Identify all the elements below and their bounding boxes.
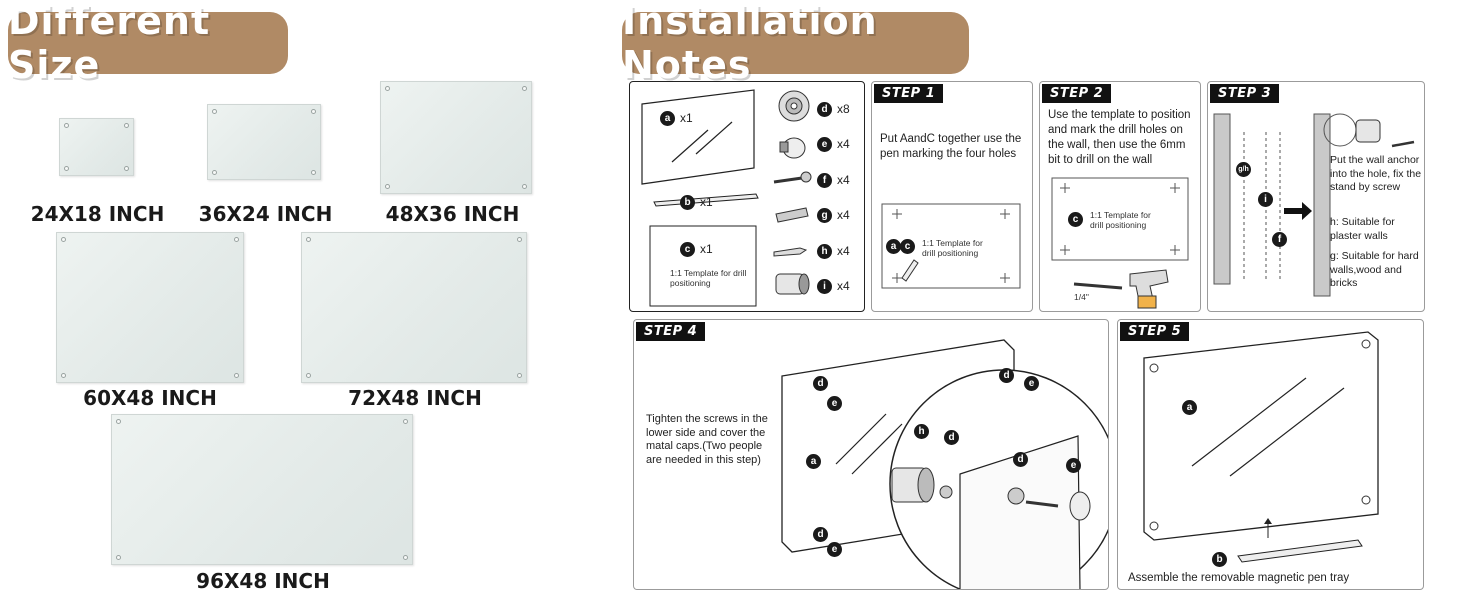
qty-d: x8 — [837, 102, 850, 116]
qty-i: x4 — [837, 279, 850, 293]
step2-template-text: 1:1 Template for drill positioning — [1090, 210, 1151, 230]
step4-label-a: a — [806, 454, 821, 469]
step3-panel: STEP 3 g/h i f Put the wall anchor into … — [1207, 81, 1425, 312]
step5-label-a: a — [1182, 400, 1197, 415]
step2-panel: STEP 2 Use the template to position and … — [1039, 81, 1201, 312]
board-72x48 — [301, 232, 527, 383]
size-label-24x18: 24X18 INCH — [30, 202, 165, 226]
different-size-title-text: Different Size — [8, 0, 211, 87]
step4-text: Tighten the screws in the lower side and… — [646, 413, 768, 466]
step3-drawing — [1213, 113, 1415, 297]
step3-label-gh: g/h — [1236, 162, 1251, 177]
step1-label-c: c — [900, 239, 915, 254]
label-g: g — [817, 208, 832, 223]
step5-tag: STEP 5 — [1120, 322, 1190, 341]
step2-bit-label: 1/4" — [1074, 292, 1089, 302]
qty-b: x1 — [700, 195, 713, 209]
board-96x48 — [111, 414, 413, 565]
step4-label-d-bottom: d — [813, 527, 828, 542]
step4-label-e-right: e — [1024, 376, 1039, 391]
step3-tag: STEP 3 — [1210, 84, 1280, 103]
step3-label-i: i — [1258, 192, 1273, 207]
step3-text: Put the wall anchor into the hole, fix t… — [1330, 154, 1422, 193]
qty-c: x1 — [700, 242, 713, 256]
step3-note-g: g: Suitable for hard walls,wood and bric… — [1330, 250, 1419, 289]
step1-drawing — [881, 203, 1021, 289]
step1-label-a: a — [886, 239, 901, 254]
step4-label-d-right: d — [999, 368, 1014, 383]
step1-tag: STEP 1 — [874, 84, 944, 103]
step5-drawing — [1143, 331, 1379, 563]
label-d: d — [817, 102, 832, 117]
size-label-36x24: 36X24 INCH — [198, 202, 333, 226]
qty-e: x4 — [837, 137, 850, 151]
label-e: e — [817, 137, 832, 152]
parts-panel: a x1 b x1 c x1 1:1 Template for drill po… — [629, 81, 865, 312]
board-60x48 — [56, 232, 244, 383]
board-24x18 — [59, 118, 134, 176]
qty-h: x4 — [837, 244, 850, 258]
step4-label-d-zoom: d — [1013, 452, 1028, 467]
step5-label-b: b — [1212, 552, 1227, 567]
step4-label-d-top: d — [813, 376, 828, 391]
label-c: c — [680, 242, 695, 257]
step4-label-e-zoom: e — [1066, 458, 1081, 473]
step4-tag: STEP 4 — [636, 322, 706, 341]
step1-template-text: 1:1 Template for drill positioning — [922, 238, 983, 258]
board-36x24 — [207, 104, 321, 180]
label-a: a — [660, 111, 675, 126]
qty-a: x1 — [680, 111, 693, 125]
board-48x36 — [380, 81, 532, 194]
step2-text: Use the template to position and mark th… — [1048, 109, 1191, 166]
step3-note-h: h: Suitable for plaster walls — [1330, 216, 1395, 242]
label-b: b — [680, 195, 695, 210]
size-label-96x48: 96X48 INCH — [196, 569, 330, 593]
step4-panel: STEP 4 Tighten the screws in the lower s… — [633, 319, 1109, 590]
step1-text: Put AandC together use the pen marking t… — [880, 133, 1022, 160]
step4-label-d-mid: d — [944, 430, 959, 445]
qty-f: x4 — [837, 173, 850, 187]
step5-panel: STEP 5 a b Assemble the removable magnet… — [1117, 319, 1424, 590]
label-f: f — [817, 173, 832, 188]
label-h: h — [817, 244, 832, 259]
qty-g: x4 — [837, 208, 850, 222]
size-label-48x36: 48X36 INCH — [385, 202, 520, 226]
step4-drawing — [781, 339, 1108, 589]
installation-notes-title-text: Installation Notes — [622, 0, 878, 87]
label-i: i — [817, 279, 832, 294]
size-label-60x48: 60X48 INCH — [83, 386, 217, 410]
parts-template-text: 1:1 Template for drill positioning — [670, 268, 747, 288]
step4-label-e-top: e — [827, 396, 842, 411]
step4-label-e-bottom: e — [827, 542, 842, 557]
installation-notes-title: Installation Notes — [622, 0, 969, 87]
step1-panel: STEP 1 Put AandC together use the pen ma… — [871, 81, 1033, 312]
step2-drawing — [1051, 177, 1189, 309]
different-size-title: Different Size — [8, 0, 288, 87]
step4-label-h: h — [914, 424, 929, 439]
step5-text: Assemble the removable magnetic pen tray — [1128, 572, 1350, 584]
step2-tag: STEP 2 — [1042, 84, 1112, 103]
step2-label-c: c — [1068, 212, 1083, 227]
step3-label-f: f — [1272, 232, 1287, 247]
size-label-72x48: 72X48 INCH — [348, 386, 482, 410]
